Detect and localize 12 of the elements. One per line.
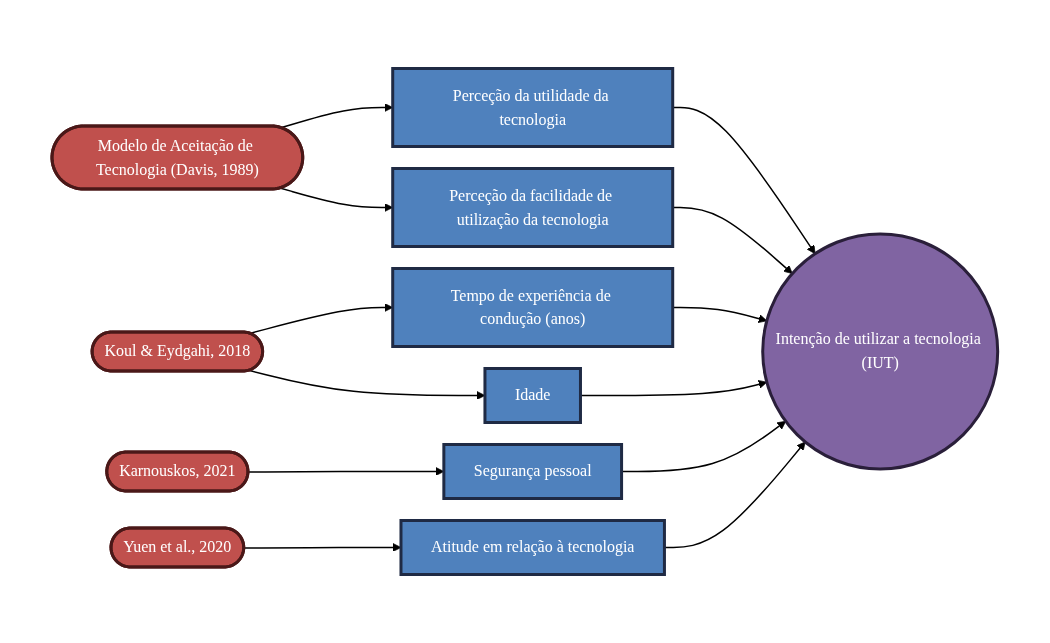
arrow	[672, 106, 816, 255]
arrow	[243, 543, 402, 552]
node-circle: Intenção de utilizar a tecnologia (IUT)	[761, 232, 1000, 471]
arrow	[672, 306, 768, 323]
node-box: Segurança pessoal	[442, 443, 624, 500]
node-box: Idade	[483, 367, 583, 424]
node-box: Tempo de experiência de condução (anos)	[391, 267, 675, 348]
arrow	[672, 206, 793, 274]
arrow	[249, 369, 486, 400]
node-box: Perceção da utilidade da tecnologia	[391, 67, 675, 148]
node-box: Atitude em relação à tecnologia	[399, 519, 667, 576]
node-box: Perceção da facilidade de utilização da tecnologia	[391, 167, 675, 248]
